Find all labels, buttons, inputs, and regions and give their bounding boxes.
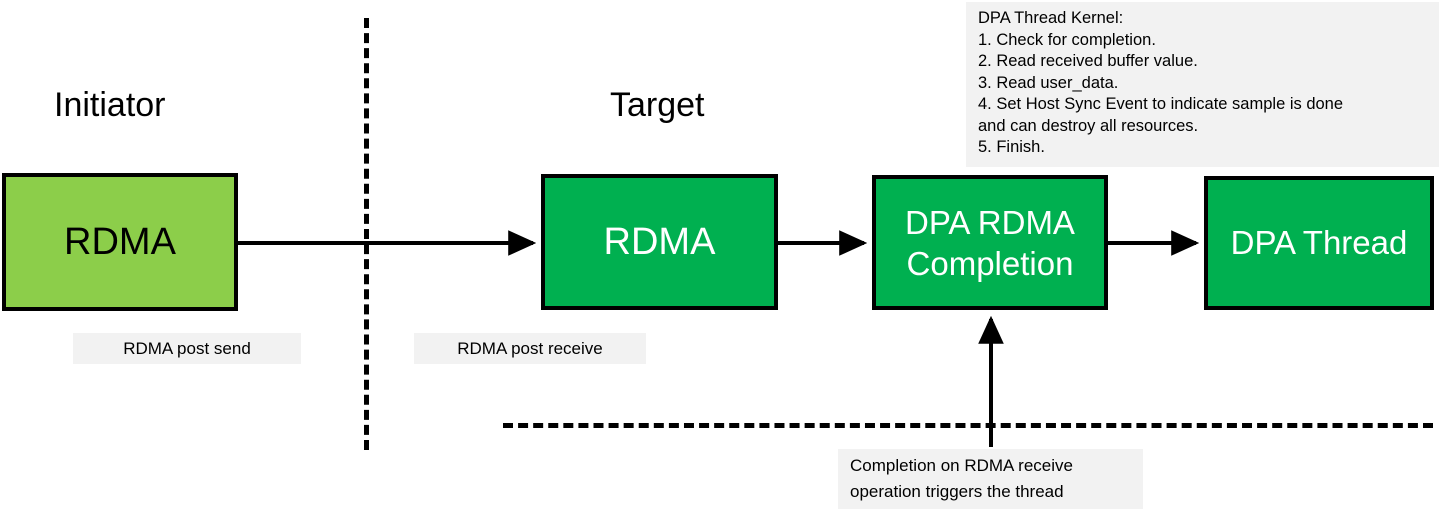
box-target-rdma[interactable]: RDMA xyxy=(541,174,778,310)
section-title-target: Target xyxy=(610,86,705,124)
caption-completion-trigger: Completion on RDMA receive operation tri… xyxy=(838,449,1143,509)
box-dpa-thread[interactable]: DPA Thread xyxy=(1204,176,1434,310)
section-title-initiator: Initiator xyxy=(54,86,166,124)
box-initiator-rdma[interactable]: RDMA xyxy=(2,173,238,311)
note-dpa-thread-kernel: DPA Thread Kernel: 1. Check for completi… xyxy=(966,2,1439,167)
caption-rdma-post-receive: RDMA post receive xyxy=(414,333,646,364)
caption-rdma-post-send: RDMA post send xyxy=(73,333,301,364)
box-dpa-rdma-completion-label: DPA RDMA Completion xyxy=(905,203,1075,282)
host-dpa-divider xyxy=(503,423,1433,428)
box-dpa-thread-label: DPA Thread xyxy=(1230,224,1408,261)
box-initiator-rdma-label: RDMA xyxy=(64,221,176,263)
box-dpa-rdma-completion[interactable]: DPA RDMA Completion xyxy=(872,175,1108,310)
box-target-rdma-label: RDMA xyxy=(603,221,716,263)
initiator-target-divider xyxy=(364,18,369,450)
